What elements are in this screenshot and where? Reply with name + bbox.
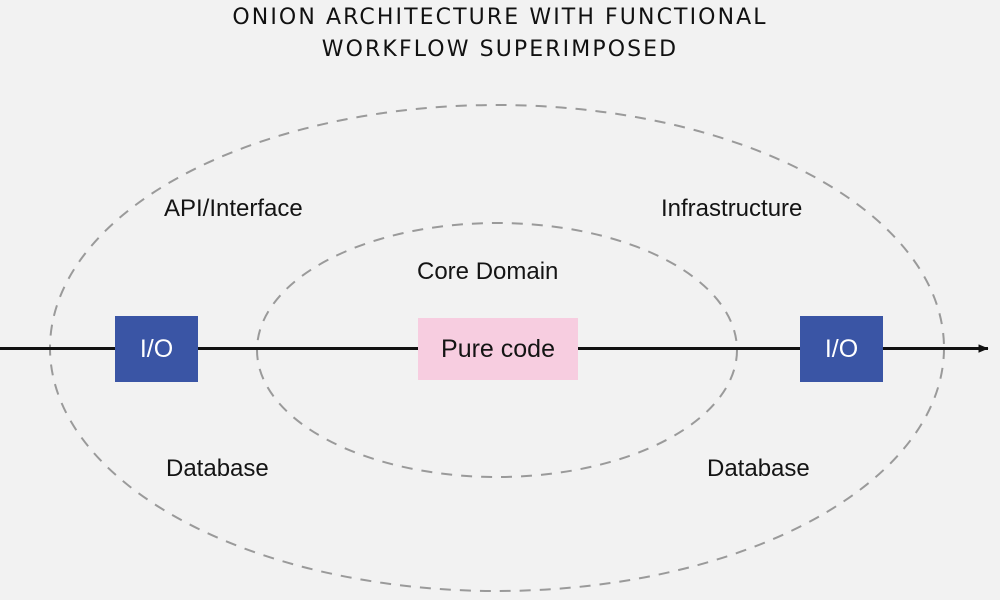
- label-database-left: Database: [166, 455, 269, 482]
- label-api-interface: API/Interface: [164, 195, 303, 222]
- label-infrastructure: Infrastructure: [661, 195, 803, 222]
- page-title: ONION ARCHITECTURE WITH FUNCTIONAL WORKF…: [0, 0, 1000, 66]
- node-io-left-label: I/O: [139, 334, 174, 363]
- node-io-left[interactable]: I/O: [115, 316, 198, 382]
- node-io-right-label: I/O: [824, 334, 859, 363]
- node-pure-code-label: Pure code: [441, 334, 555, 363]
- label-database-right: Database: [707, 455, 810, 482]
- node-io-right[interactable]: I/O: [800, 316, 883, 382]
- title-line-1: ONION ARCHITECTURE WITH FUNCTIONAL: [232, 5, 768, 30]
- title-line-2: WORKFLOW SUPERIMPOSED: [321, 37, 679, 62]
- node-pure-code[interactable]: Pure code: [418, 318, 578, 380]
- label-core-domain: Core Domain: [417, 258, 559, 285]
